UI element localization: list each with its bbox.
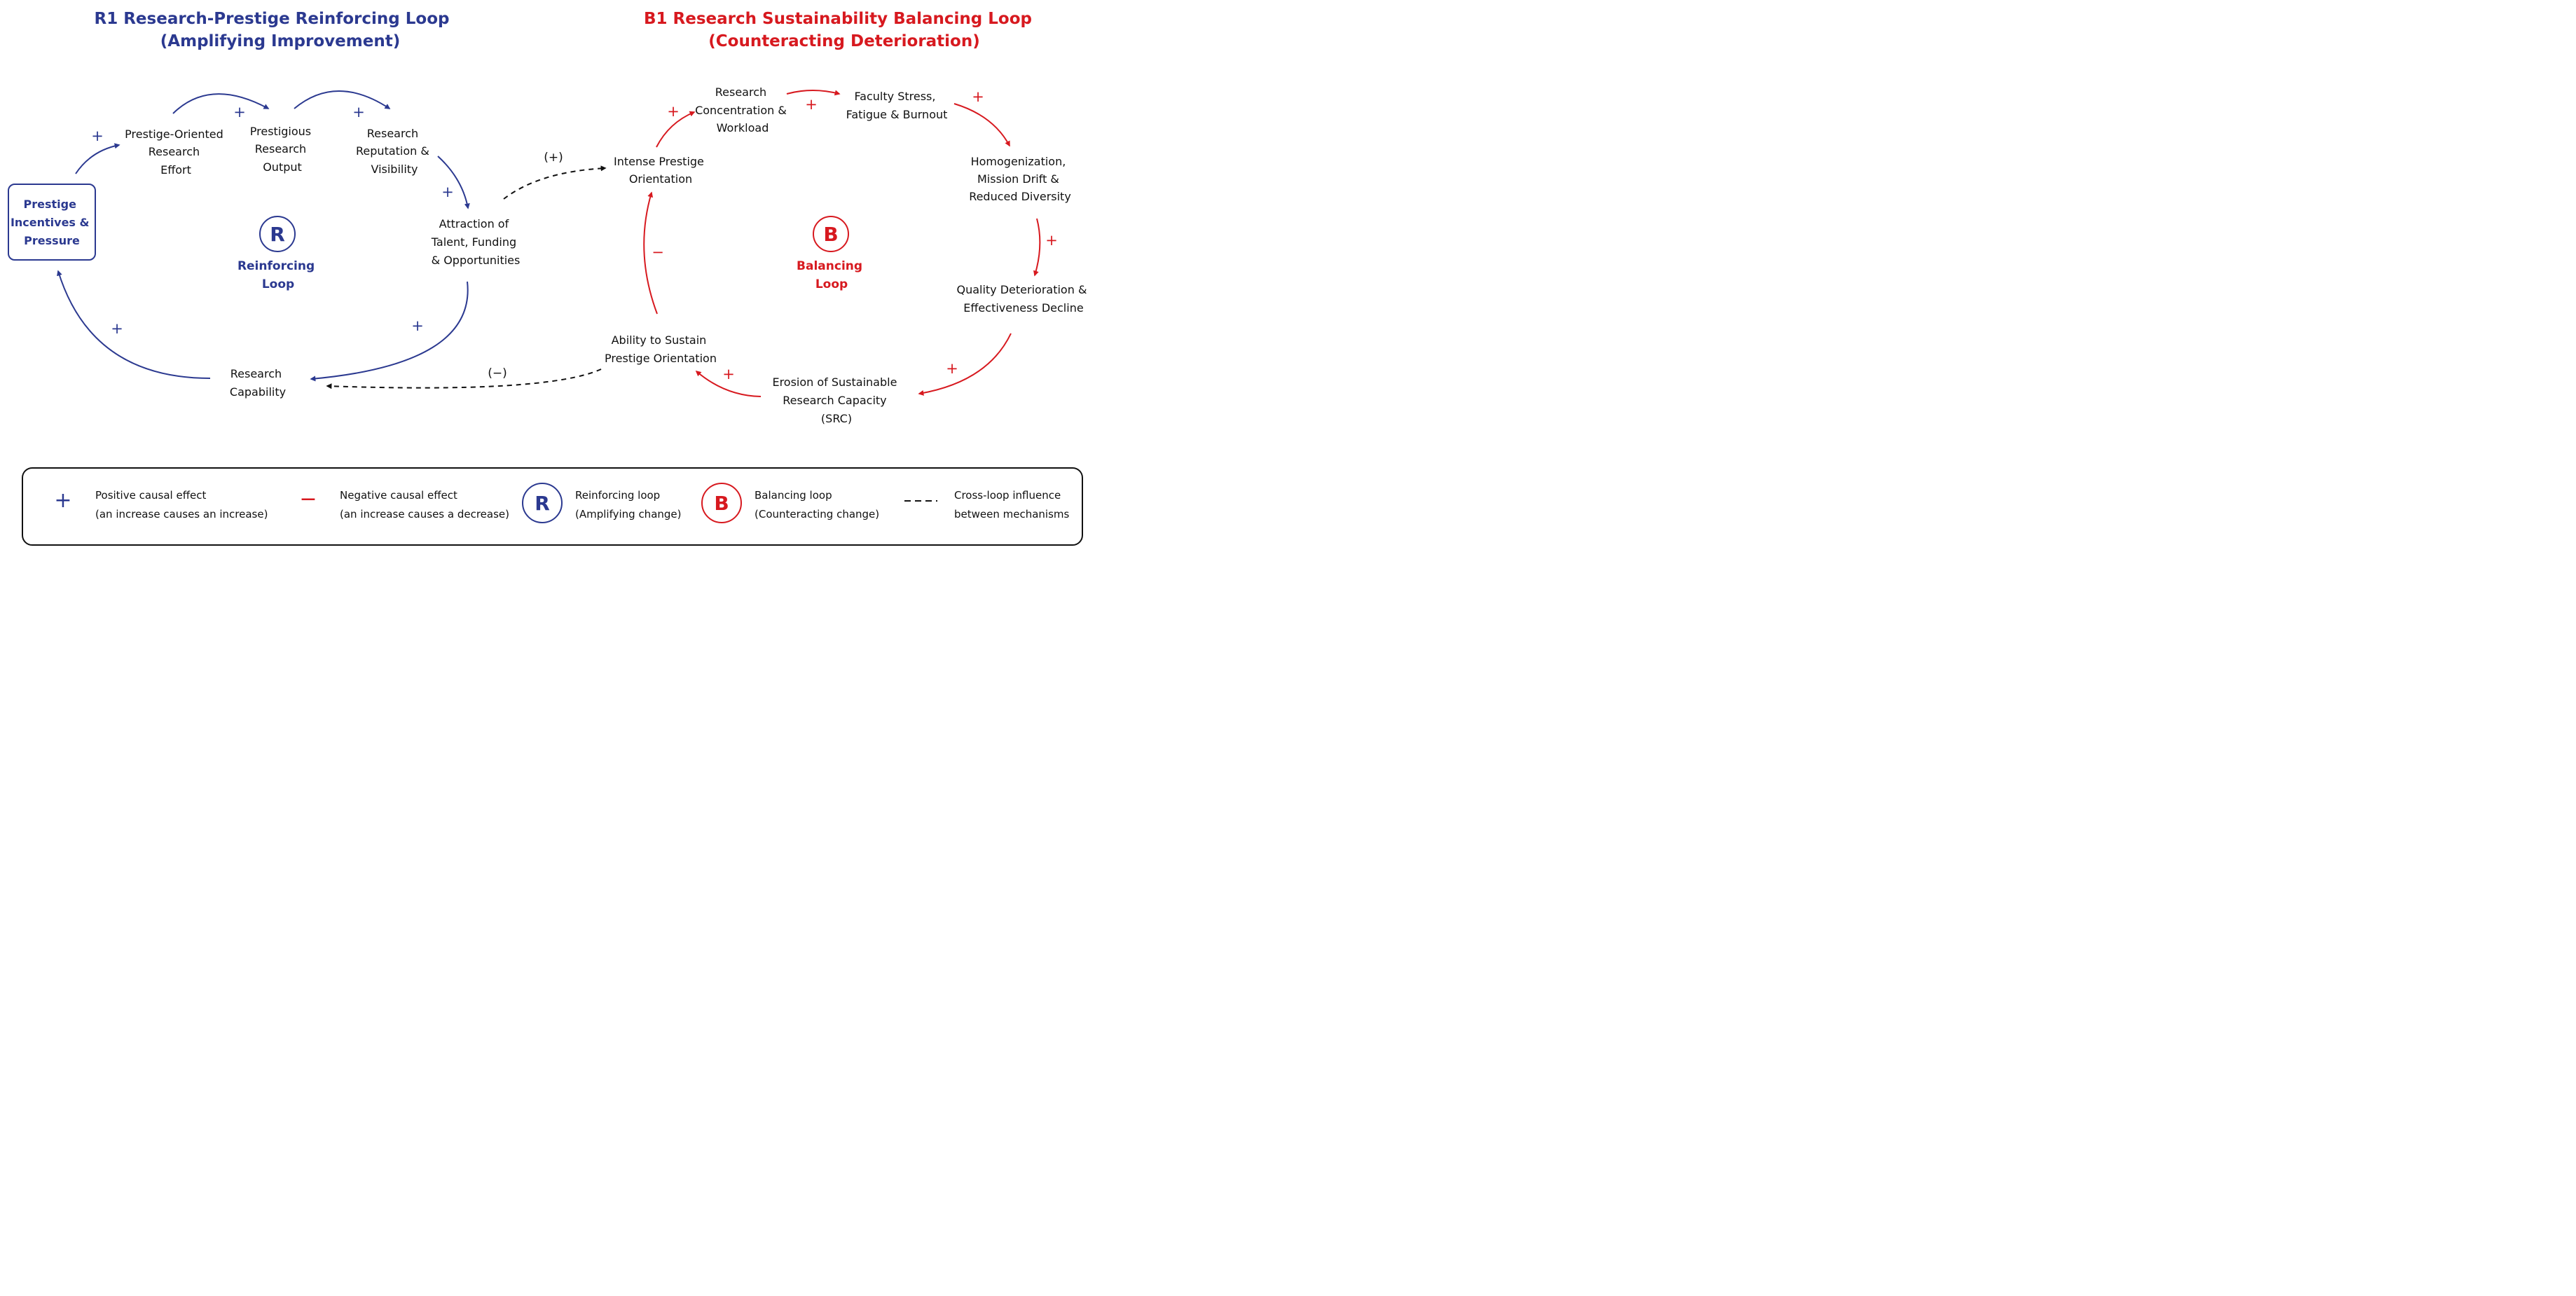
arrow-concentration-to-stress bbox=[786, 90, 841, 96]
legend-b-letter: B bbox=[714, 492, 729, 515]
legend-r-letter: R bbox=[535, 492, 550, 515]
arrow-intense-to-concentration bbox=[656, 111, 696, 148]
legend-reinforcing-text: Reinforcing loop (Amplifying change) bbox=[575, 489, 682, 521]
cross-arrow-attraction-to-intense bbox=[503, 165, 607, 200]
sign-capability-incentives: + bbox=[111, 320, 123, 337]
legend-negative-text: Negative causal effect (an increase caus… bbox=[340, 489, 509, 521]
sign-quality-erosion: + bbox=[946, 360, 958, 377]
node-prestigious-output: Prestigious Research Output bbox=[250, 125, 315, 174]
prestige-incentives-box bbox=[8, 184, 96, 261]
legend-cross-text: Cross-loop influence between mechanisms bbox=[954, 489, 1070, 521]
r-loop-circle bbox=[259, 216, 296, 252]
arrow-homogenization-to-quality bbox=[1033, 218, 1041, 277]
sign-homogenization-quality: + bbox=[1045, 232, 1058, 249]
node-prestige-incentives: Prestige Incentives & Pressure bbox=[11, 198, 93, 247]
sign-reputation-attraction: + bbox=[441, 184, 454, 200]
b-loop-circle bbox=[813, 216, 849, 252]
r1-title-line1: R1 Research-Prestige Reinforcing Loop bbox=[95, 10, 450, 28]
legend-positive-text: Positive causal effect (an increase caus… bbox=[95, 489, 268, 521]
node-reputation: Research Reputation & Visibility bbox=[356, 127, 433, 176]
legend-plus-icon: + bbox=[54, 488, 71, 513]
arrow-effort-to-output bbox=[172, 93, 270, 114]
b1-title-line1: B1 Research Sustainability Balancing Loo… bbox=[644, 10, 1032, 28]
b-loop-letter: B bbox=[823, 223, 838, 246]
sign-effort-output: + bbox=[233, 104, 246, 120]
sign-stress-homogenization: + bbox=[972, 88, 984, 105]
node-ability: Ability to Sustain Prestige Orientation bbox=[605, 333, 717, 365]
legend-minus-icon: − bbox=[299, 487, 317, 511]
node-attraction: Attraction of Talent, Funding & Opportun… bbox=[431, 217, 521, 267]
r-loop-label: Reinforcing Loop bbox=[237, 259, 319, 291]
arrow-incentives-to-effort bbox=[75, 143, 120, 174]
sign-attraction-capability: + bbox=[411, 317, 424, 334]
arrow-capability-to-incentives bbox=[57, 270, 211, 379]
b1-title-line2: (Counteracting Deterioration) bbox=[708, 32, 980, 50]
r1-title-line2: (Amplifying Improvement) bbox=[160, 32, 400, 50]
b-loop-label: Balancing Loop bbox=[797, 259, 867, 291]
node-capability: Research Capability bbox=[230, 367, 286, 399]
node-homogenization: Homogenization, Mission Drift & Reduced … bbox=[969, 155, 1071, 203]
node-stress: Faculty Stress, Fatigue & Burnout bbox=[846, 90, 948, 121]
arrow-quality-to-erosion bbox=[918, 333, 1012, 396]
legend-balancing-text: Balancing loop (Counteracting change) bbox=[755, 489, 879, 521]
node-erosion: Erosion of Sustainable Research Capacity… bbox=[772, 375, 900, 425]
arrow-ability-to-intense bbox=[643, 191, 658, 315]
arrow-output-to-reputation bbox=[294, 90, 391, 109]
causal-loop-diagram: R1 Research-Prestige Reinforcing Loop (A… bbox=[8, 10, 1090, 546]
cross-arrow-ability-to-capability bbox=[326, 368, 602, 390]
r-loop-letter: R bbox=[270, 223, 285, 246]
sign-cross-minus: (−) bbox=[488, 366, 507, 380]
legend-r-circle bbox=[522, 483, 563, 523]
node-quality: Quality Deterioration & Effectiveness De… bbox=[956, 283, 1090, 315]
sign-erosion-ability: + bbox=[722, 366, 735, 382]
sign-ability-intense: − bbox=[652, 244, 664, 261]
arrow-erosion-to-ability bbox=[695, 370, 762, 397]
legend-b-circle bbox=[701, 483, 742, 523]
sign-incentives-effort: + bbox=[91, 127, 104, 144]
sign-concentration-stress: + bbox=[805, 96, 818, 113]
arrow-attraction-to-capability bbox=[310, 281, 469, 382]
node-concentration: Research Concentration & Workload bbox=[695, 85, 790, 135]
sign-intense-concentration: + bbox=[667, 103, 680, 120]
sign-output-reputation: + bbox=[352, 104, 365, 120]
node-prestige-effort: Prestige-Oriented Research Effort bbox=[125, 127, 227, 177]
node-intense-prestige: Intense Prestige Orientation bbox=[614, 155, 708, 186]
arrow-reputation-to-attraction bbox=[437, 156, 470, 209]
arrow-stress-to-homogenization bbox=[953, 103, 1010, 147]
sign-cross-plus: (+) bbox=[544, 151, 563, 165]
